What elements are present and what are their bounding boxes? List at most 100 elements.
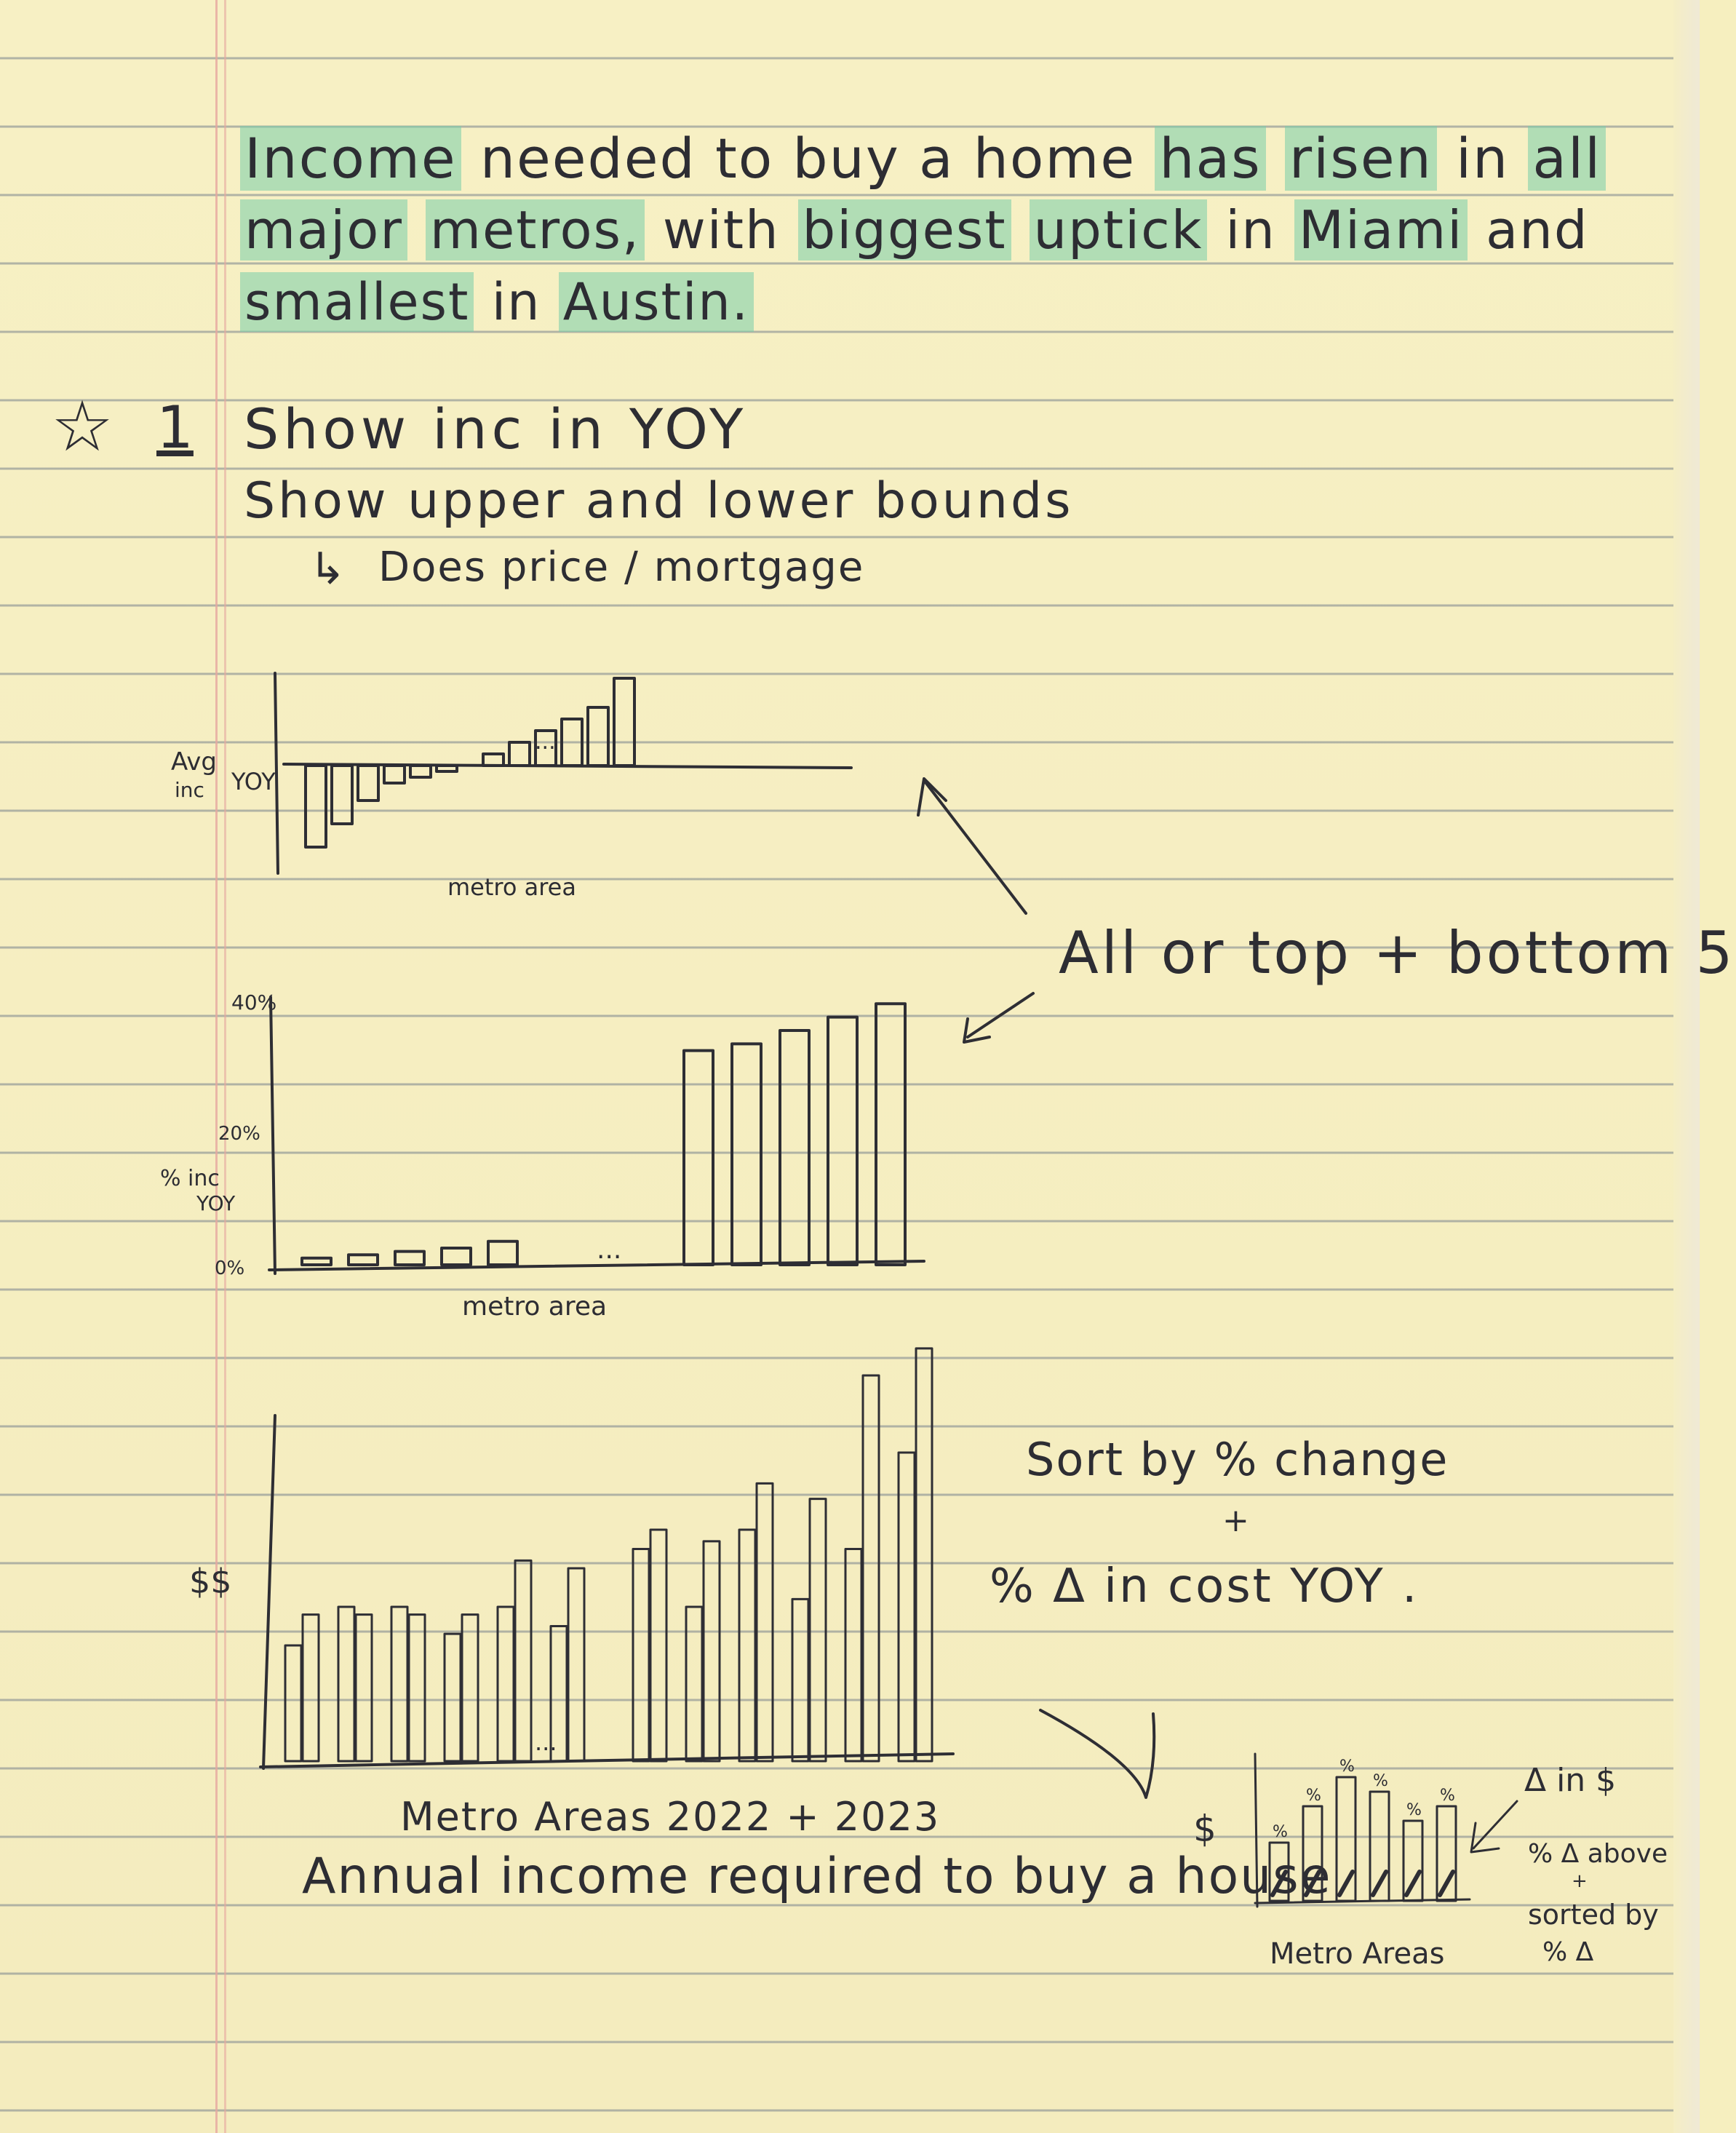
small-bar-pct-label: % [1306, 1787, 1321, 1805]
item-number: 1 [156, 394, 194, 461]
percent-bar [779, 1029, 811, 1266]
small-bar-pct-label: % [1440, 1787, 1455, 1805]
note-all-or-top: All or top + bottom 5 [1059, 919, 1736, 987]
pointer-arrow-left-head [963, 1017, 991, 1044]
percent-bar [487, 1239, 519, 1267]
headline-word: in [491, 272, 541, 332]
headline-word: Miami [1294, 199, 1468, 261]
diverging-bars [304, 677, 636, 849]
arrow-icon: ↳ [309, 544, 346, 595]
paired-bar-2022 [632, 1548, 650, 1763]
pointer-arrow-curve [1039, 1709, 1156, 1799]
headline-word: buy [792, 126, 900, 191]
diverging-bar [409, 764, 432, 779]
headline-line-3: smallest in Austin. [240, 272, 754, 332]
percent-xlabel: metro area [462, 1292, 608, 1322]
percent-bar [682, 1049, 714, 1266]
margin-line-inner [224, 0, 226, 2133]
percent-bar [394, 1250, 426, 1266]
headline-word: Austin. [558, 272, 754, 332]
small-bar-hatch [1438, 1870, 1455, 1897]
percent-bar [347, 1253, 379, 1266]
diverging-ylabel-avg: Avg [171, 747, 217, 776]
headline-word: needed [479, 126, 696, 191]
diverging-bar [586, 706, 610, 767]
note-pct-delta-cost: % Δ in cost YOY . [990, 1560, 1420, 1613]
paired-bar-2023 [861, 1374, 880, 1763]
small-note-delta-dollars: Δ in $ [1524, 1762, 1617, 1799]
note-show-bounds: Show upper and lower bounds [244, 472, 1074, 530]
diverging-bar [508, 741, 531, 767]
small-note-pct-above: % Δ above [1528, 1839, 1668, 1869]
paired-bar-2022 [844, 1548, 863, 1763]
paired-bar-2022 [496, 1605, 515, 1763]
diverging-bar [357, 764, 380, 802]
percent-bar [827, 1015, 859, 1266]
headline-word: major [240, 199, 407, 261]
small-bar-pct-label: % [1373, 1772, 1388, 1790]
headline-word: uptick [1029, 199, 1208, 261]
small-note-sorted-by: sorted by [1528, 1899, 1659, 1931]
headline-word: risen [1284, 126, 1437, 191]
small-ylabel: $ [1193, 1808, 1217, 1850]
small-bar [1436, 1805, 1457, 1902]
diverging-ellipsis: ... [535, 729, 556, 755]
small-arrow [1472, 1800, 1518, 1850]
diverging-ylabel-yoy: YOY [231, 768, 276, 795]
headline-word: with [662, 199, 780, 261]
headline-word: metros, [425, 199, 645, 261]
percent-tick-0: 0% [215, 1258, 245, 1279]
diverging-bar [482, 752, 505, 767]
headline-word: a [918, 126, 955, 191]
headline-word: biggest [797, 199, 1011, 261]
diverging-bar [613, 677, 636, 767]
percent-bar [440, 1247, 472, 1266]
pointer-arrow-up-head [917, 777, 947, 817]
headline-word: smallest [240, 272, 474, 332]
note-plus: + [1222, 1502, 1249, 1539]
diverging-xlabel: metro area [447, 873, 576, 901]
paired-bar-2023 [808, 1498, 827, 1763]
note-show-inc: Show inc in YOY [244, 397, 748, 461]
small-bar [1369, 1790, 1390, 1902]
paired-bar-2022 [390, 1605, 409, 1763]
paired-ellipsis: ... [535, 1728, 557, 1756]
paired-bar-2023 [514, 1559, 533, 1763]
pointer-arrow-up [924, 781, 1027, 915]
paired-ylabel: $$ [189, 1562, 232, 1601]
percent-ylabel-yoy: YOY [196, 1191, 236, 1215]
paired-bar-2022 [685, 1605, 704, 1763]
paired-bar-2022 [284, 1644, 303, 1763]
paired-bar-2023 [702, 1540, 721, 1763]
percent-y-axis [269, 996, 276, 1275]
headline-word: has [1155, 126, 1266, 191]
paired-bar-2022 [443, 1632, 462, 1763]
headline-word: home [973, 126, 1136, 191]
paired-bar-2023 [354, 1613, 373, 1763]
headline-word: in [1455, 126, 1510, 191]
paired-caption: Annual income required to buy a house [302, 1848, 1332, 1905]
paired-bar-2023 [649, 1528, 668, 1763]
paired-bar-2023 [301, 1613, 320, 1763]
paired-bar-2022 [791, 1597, 810, 1763]
paired-bar-2022 [337, 1605, 356, 1763]
paired-y-axis [262, 1414, 276, 1770]
note-does-price: Does price / mortgage [378, 544, 865, 591]
small-bar-pct-label: % [1339, 1757, 1355, 1776]
headline-word: Income [240, 126, 461, 191]
percent-ellipsis: ... [597, 1235, 622, 1265]
percent-tick-20: 20% [218, 1123, 260, 1145]
headline-word: to [714, 126, 774, 191]
paired-baseline [259, 1752, 955, 1768]
percent-tick-40: 40% [231, 990, 277, 1014]
small-bar [1402, 1819, 1424, 1902]
percent-bar [875, 1002, 907, 1266]
diverging-ylabel-inc: inc [175, 778, 204, 802]
small-bar-hatch [1337, 1870, 1355, 1897]
paired-bar-2023 [407, 1613, 426, 1763]
paired-bar-2023 [915, 1347, 933, 1763]
percent-ylabel-inc: % inc [160, 1166, 220, 1191]
paired-bar-2023 [461, 1613, 479, 1763]
diverging-bar [560, 718, 584, 767]
